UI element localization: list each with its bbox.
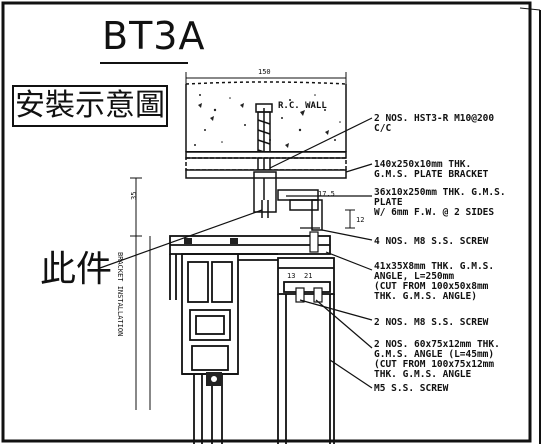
frame-fills bbox=[184, 238, 238, 386]
this-part-label: 此件 bbox=[40, 249, 113, 290]
screws bbox=[295, 227, 323, 303]
installation-diagram-label: 安裝示意圖 bbox=[12, 85, 168, 127]
concrete-hatch bbox=[194, 94, 341, 148]
wall-label: R.C. WALL bbox=[278, 101, 327, 111]
dimension-21: 21 bbox=[304, 272, 312, 280]
note-m8-screws-4: 4 NOS. M8 S.S. SCREW bbox=[374, 236, 489, 247]
dimension-150: 150 bbox=[258, 68, 271, 76]
vertical-label: BRACKET INSTALLATION bbox=[116, 252, 124, 336]
note-gms-angle-short: 2 NOS. 60x75x12mm THK. G.M.S. ANGLE (L=4… bbox=[374, 339, 500, 380]
drawing-title: BT3A bbox=[102, 14, 206, 58]
rc-wall bbox=[185, 81, 347, 153]
gms-plate bbox=[253, 171, 323, 231]
dimension-35: 35 bbox=[130, 192, 138, 200]
dimension-13: 13 bbox=[287, 272, 295, 280]
window-frame bbox=[169, 235, 335, 444]
note-gms-plate: 36x10x250mm THK. G.M.S. PLATE W/ 6mm F.W… bbox=[374, 187, 506, 218]
plate-bracket bbox=[185, 151, 347, 179]
note-m8-screws-2: 2 NOS. M8 S.S. SCREW bbox=[374, 317, 489, 328]
leader-lines bbox=[99, 117, 373, 389]
dimension-17-5: 17.5 bbox=[318, 190, 335, 198]
note-plate-bracket: 140x250x10mm THK. G.M.S. PLATE BRACKET bbox=[374, 159, 489, 180]
note-anchor-bolts: 2 NOS. HST3-R M10@200 C/C bbox=[374, 113, 495, 134]
right-dim bbox=[345, 209, 355, 229]
dimension-12: 12 bbox=[356, 216, 364, 224]
note-gms-angle: 41x35X8mm THK. G.M.S. ANGLE, L=250mm (CU… bbox=[374, 261, 495, 302]
left-vertical-dim bbox=[130, 177, 151, 410]
title-underline bbox=[100, 62, 188, 64]
note-m5-screw: M5 S.S. SCREW bbox=[374, 383, 449, 394]
